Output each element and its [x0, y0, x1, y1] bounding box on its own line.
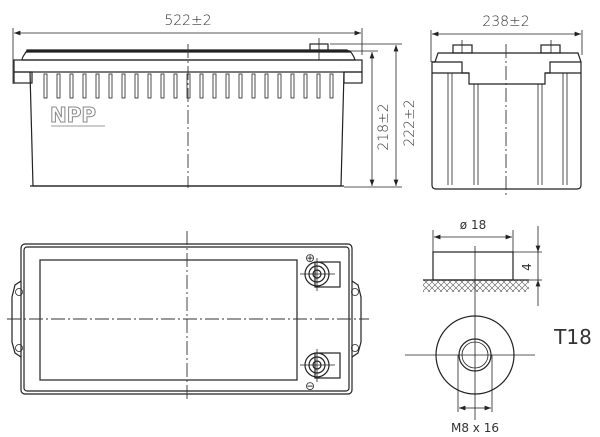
- side-view: 238±2: [430, 14, 583, 197]
- thread-dim: M8 x 16: [451, 421, 499, 435]
- terminal-height-dim: 4: [520, 263, 534, 271]
- positive-symbol: ⊕: [305, 251, 315, 265]
- terminal-type-label: T18: [553, 325, 592, 349]
- front-view: 522±2: [12, 13, 418, 188]
- terminal-diameter-dim: ø 18: [460, 218, 486, 232]
- total-height-dim: 222±2: [402, 99, 418, 146]
- npp-logo: NPP: [50, 103, 96, 127]
- negative-symbol: ⊖: [305, 379, 315, 393]
- body-height-dim: 218±2: [376, 103, 392, 150]
- vent-slots: [43, 73, 334, 99]
- side-width-dim: 238±2: [482, 14, 529, 30]
- top-view: ⊕ ⊖: [7, 231, 369, 401]
- front-width-dim: 522±2: [164, 13, 211, 29]
- terminal-detail: ø 18 4 M8 x 16 T18: [405, 218, 592, 435]
